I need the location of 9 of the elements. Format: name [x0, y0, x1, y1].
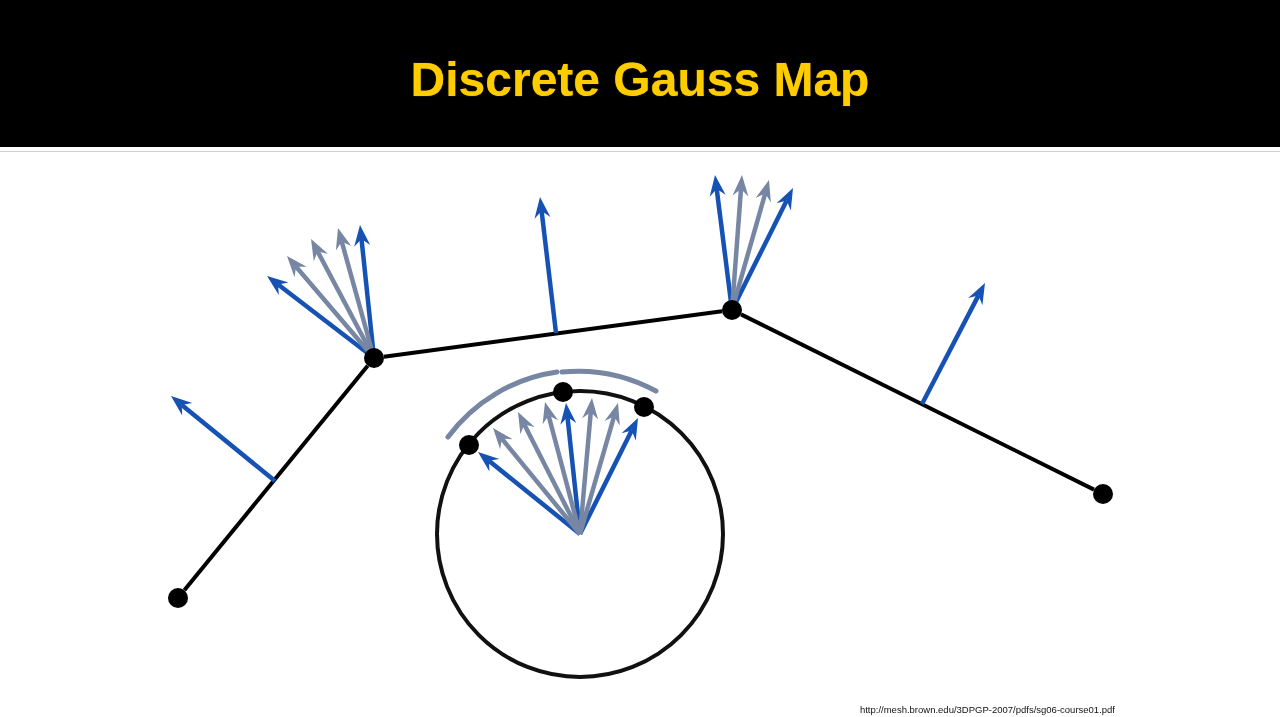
source-url: http://mesh.brown.edu/3DPGP-2007/pdfs/sg06-course01.pdf	[859, 704, 1115, 716]
line-segment	[383, 309, 723, 359]
line-segment	[182, 364, 370, 592]
vertex-dot	[1093, 484, 1113, 504]
slide-title: Discrete Gauss Map	[410, 52, 870, 108]
line-segment	[740, 312, 1095, 492]
vertex-dot	[168, 588, 188, 608]
vertex-dot	[722, 300, 742, 320]
vertex-dot	[364, 348, 384, 368]
